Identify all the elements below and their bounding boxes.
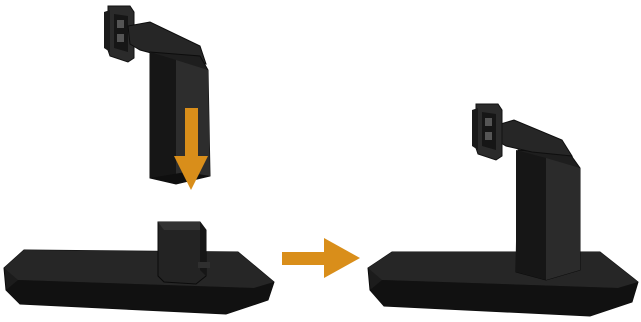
stand-assembled: [367, 103, 639, 317]
base-post: [157, 221, 207, 285]
arrow-right-icon: [282, 238, 360, 278]
arrow-down-icon: [174, 108, 208, 190]
base-detached: [3, 221, 275, 315]
assembled-mount-bracket: [472, 103, 503, 161]
assembled-hinge: [493, 119, 573, 157]
mount-bracket: [104, 5, 135, 63]
